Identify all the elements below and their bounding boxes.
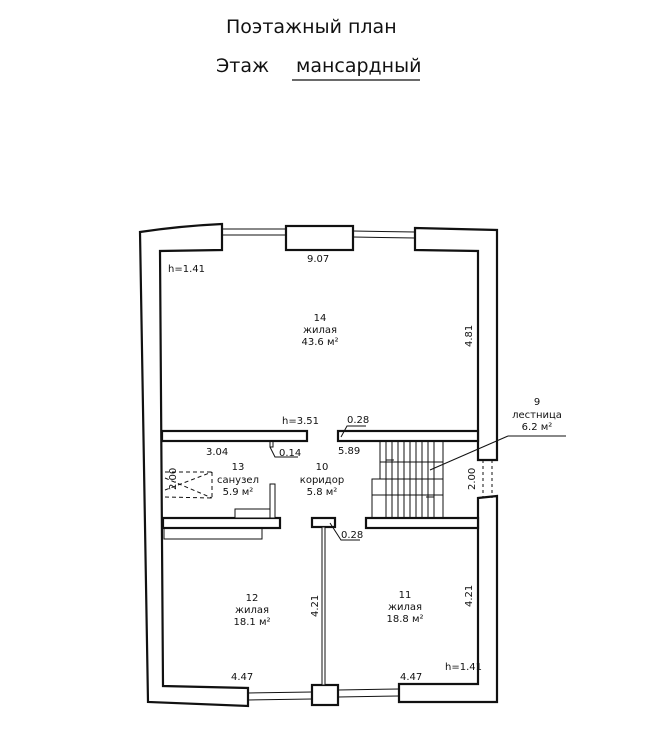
room-11: 11 жилая 18.8 м² (387, 590, 424, 625)
leader-lines (269, 425, 366, 541)
dim-wall-mid: 0.28 (341, 530, 363, 541)
room-number: 10 (316, 462, 329, 473)
room-12: 12 жилая 18.1 м² (234, 593, 271, 628)
room-type: санузел (217, 475, 259, 486)
room-number: 12 (246, 593, 259, 604)
dim-h-top-left: h=1.41 (168, 264, 205, 275)
dim-room14-height: 4.81 (464, 325, 475, 347)
room-area: 6.2 м² (522, 422, 553, 433)
dim-wall-top: 0.28 (347, 415, 369, 426)
interior-walls (160, 429, 480, 686)
room-area: 18.8 м² (387, 614, 424, 625)
room-area: 43.6 м² (302, 337, 339, 348)
room-number: 14 (314, 313, 327, 324)
room-number: 13 (232, 462, 245, 473)
dim-door: 2.00 (467, 468, 478, 490)
room-14: 14 жилая 43.6 м² (302, 313, 339, 348)
room-type: жилая (303, 325, 337, 336)
room-type: жилая (235, 605, 269, 616)
dim-room11-width: 4.47 (400, 672, 422, 683)
plan-title: Поэтажный план (226, 16, 397, 38)
room-number: 11 (399, 590, 412, 601)
dim-wall-014: 0.14 (279, 448, 301, 459)
dim-corr-left: 3.04 (206, 447, 228, 458)
dimension-labels: 9.07 h=1.41 4.81 h=3.51 0.28 3.04 0.14 5… (168, 254, 482, 683)
floor-value: мансардный (296, 55, 421, 77)
dim-h-mid: h=3.51 (282, 416, 319, 427)
exterior-walls (138, 222, 499, 708)
room-13: 13 санузел 5.9 м² (217, 462, 259, 498)
dim-room12-width: 4.47 (231, 672, 253, 683)
dim-room12-height: 4.21 (310, 595, 321, 617)
room-area: 18.1 м² (234, 617, 271, 628)
room-9: 9 лестница 6.2 м² (508, 397, 566, 437)
dim-h-bottom-right: h=1.41 (445, 662, 482, 673)
dim-bath: 2.00 (168, 468, 179, 490)
room-type: коридор (300, 475, 344, 486)
room-type: лестница (512, 410, 562, 421)
room-area: 5.8 м² (307, 487, 338, 498)
bath-fixture (164, 471, 213, 499)
dim-top-width: 9.07 (307, 254, 329, 265)
room-10: 10 коридор 5.8 м² (300, 462, 344, 498)
room-type: жилая (388, 602, 422, 613)
room-area: 5.9 м² (223, 487, 254, 498)
staircase (371, 435, 509, 519)
dim-corr-right: 5.89 (338, 446, 360, 457)
dim-room11-height: 4.21 (464, 585, 475, 607)
floor-label: Этаж (216, 55, 269, 77)
room-number: 9 (534, 397, 540, 408)
